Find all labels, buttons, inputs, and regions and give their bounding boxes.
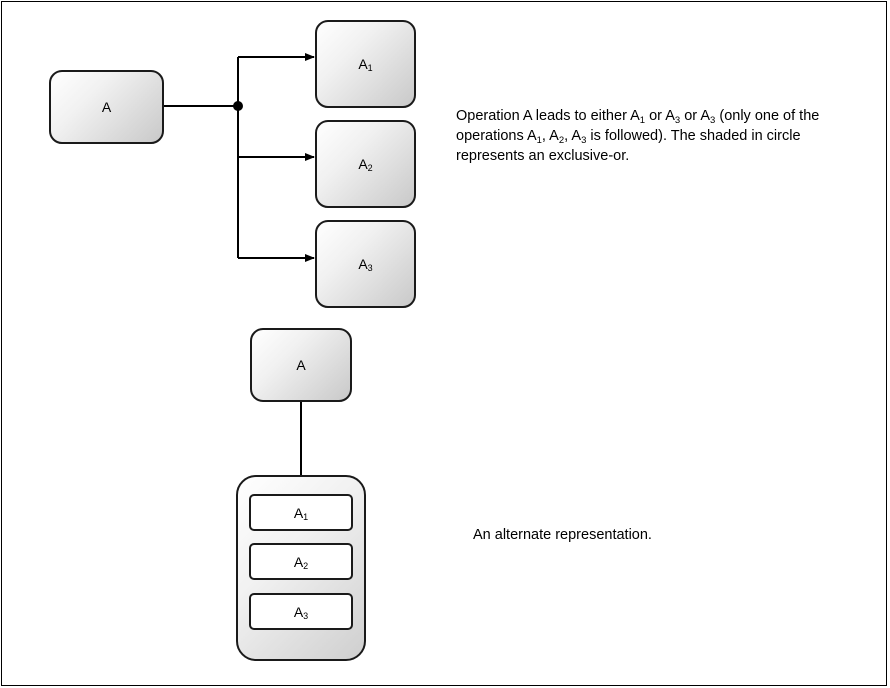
alternate-operation-a-label: A — [296, 357, 306, 373]
alternative-a1-label: A — [293, 504, 304, 521]
alternative-a3-subscript: 3 — [303, 610, 309, 621]
operation-a2-label: A — [358, 156, 368, 172]
operation-a1-label: A — [358, 56, 368, 72]
alternative-a1-subscript: 1 — [303, 511, 309, 522]
operation-a3-subscript: 3 — [367, 263, 373, 273]
alternate-representation-caption: An alternate representation. — [473, 527, 652, 543]
alternate-operation-a-box: A — [250, 328, 352, 402]
operation-a1-subscript: 1 — [367, 63, 373, 73]
exclusive-or-caption: Operation A leads to either A1 or A3 or … — [456, 108, 820, 164]
alternative-a2-label: A — [293, 553, 304, 570]
exclusive-or-dot — [233, 101, 243, 111]
operation-a-box: A — [49, 70, 164, 144]
alternative-a2-subscript: 2 — [303, 560, 309, 571]
operation-a2-subscript: 2 — [367, 163, 373, 173]
alternative-a3-label: A — [293, 603, 304, 620]
operation-a3-label: A — [358, 256, 368, 272]
operation-a-label: A — [101, 99, 112, 115]
